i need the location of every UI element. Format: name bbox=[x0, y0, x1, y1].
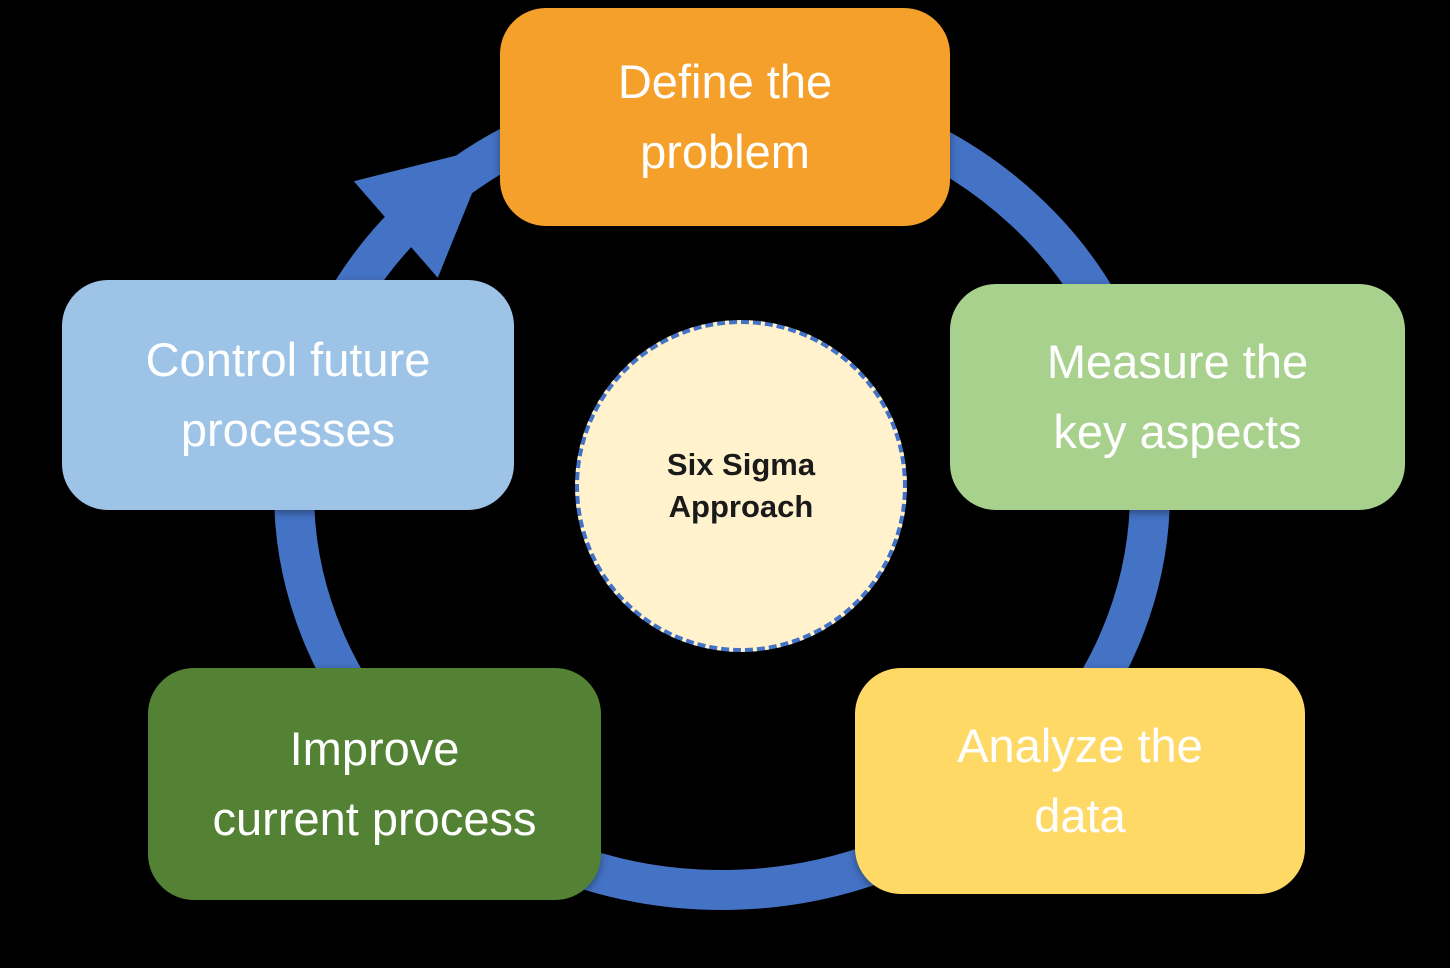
step-label-line: Control future bbox=[145, 332, 431, 386]
step-improve-current-process: Improve current process bbox=[148, 668, 601, 900]
step-label-line: Improve bbox=[289, 721, 460, 775]
center-circle: Six Sigma Approach bbox=[575, 320, 907, 652]
step-label-line: key aspects bbox=[1053, 405, 1302, 458]
step-define-the-problem: Define the problem bbox=[500, 8, 950, 226]
step-label-line: processes bbox=[180, 403, 396, 456]
step-control-future-processes: Control future processes bbox=[62, 280, 514, 510]
center-label-line: Approach bbox=[668, 489, 814, 524]
step-label-line: current process bbox=[212, 792, 537, 845]
step-analyze-the-data: Analyze the data bbox=[855, 668, 1305, 894]
center-label-line: Six Sigma bbox=[666, 447, 816, 483]
step-label-line: Measure the bbox=[1046, 334, 1309, 388]
step-label-line: problem bbox=[640, 125, 810, 178]
step-label-line: data bbox=[1034, 789, 1126, 842]
cycle-arrowhead-icon bbox=[353, 146, 491, 278]
step-label-line: Analyze the bbox=[957, 718, 1203, 772]
step-measure-the-key-aspects: Measure the key aspects bbox=[950, 284, 1405, 510]
step-label-line: Define the bbox=[617, 54, 833, 108]
